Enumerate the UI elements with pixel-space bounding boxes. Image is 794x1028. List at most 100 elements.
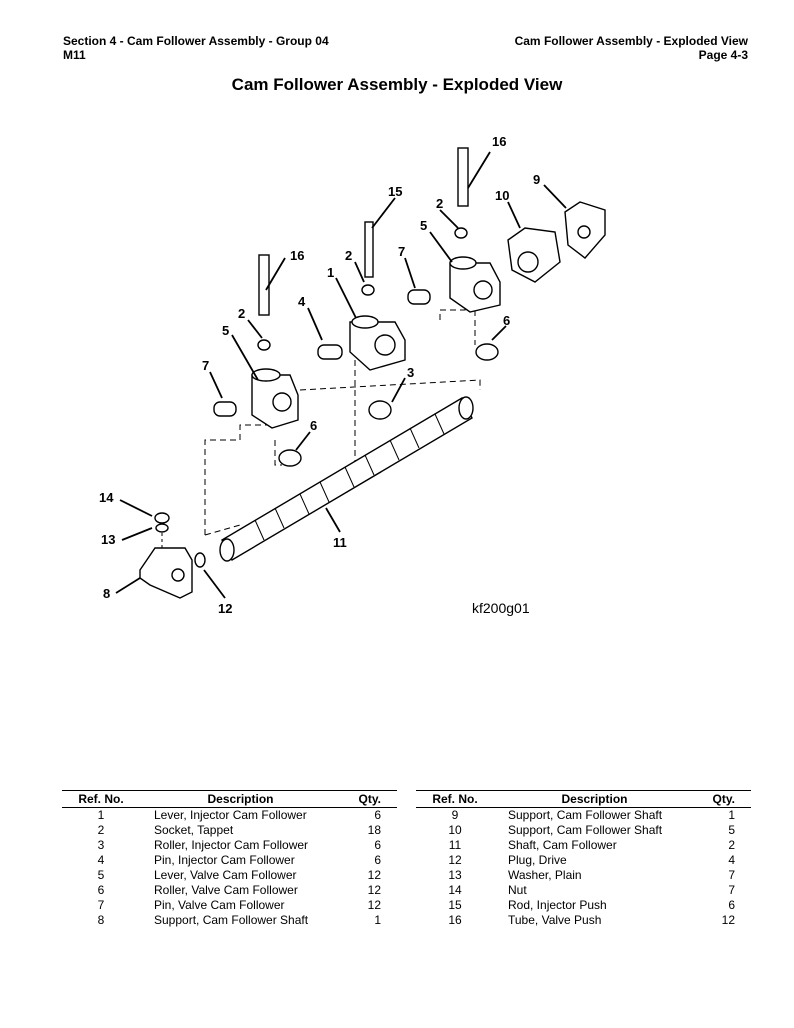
desc-cell: Socket, Tappet bbox=[154, 823, 234, 837]
table-row: 11 Shaft, Cam Follower 2 bbox=[416, 838, 751, 853]
table-row: 16 Tube, Valve Push 12 bbox=[416, 913, 751, 928]
callout-2a: 2 bbox=[238, 306, 245, 321]
table-header-row: Ref. No. Description Qty. bbox=[62, 790, 397, 808]
table-header-row: Ref. No. Description Qty. bbox=[416, 790, 751, 808]
desc-cell: Lever, Valve Cam Follower bbox=[154, 868, 297, 882]
ref-cell: 16 bbox=[448, 913, 462, 927]
desc-cell: Rod, Injector Push bbox=[508, 898, 607, 912]
desc-cell: Support, Cam Follower Shaft bbox=[508, 808, 663, 822]
callout-12: 12 bbox=[218, 601, 232, 616]
ref-cell: 1 bbox=[97, 808, 105, 822]
qty-cell: 2 bbox=[728, 838, 735, 852]
callout-5a: 5 bbox=[222, 323, 229, 338]
callout-6b: 6 bbox=[503, 313, 510, 328]
drive-plug bbox=[194, 552, 206, 568]
table-row: 6 Roller, Valve Cam Follower 12 bbox=[62, 883, 397, 898]
exploded-view-diagram: 16 2 5 7 4 1 2 15 7 3 6 16 2 5 10 9 6 14… bbox=[99, 134, 606, 616]
callout-2c: 2 bbox=[436, 196, 443, 211]
injector-lever bbox=[317, 221, 406, 420]
ref-cell: 9 bbox=[451, 808, 459, 822]
ref-cell: 15 bbox=[448, 898, 462, 912]
qty-cell: 12 bbox=[367, 898, 381, 912]
desc-cell: Plug, Drive bbox=[508, 853, 567, 867]
desc-cell: Nut bbox=[508, 883, 527, 897]
page-heading: Cam Follower Assembly - Exploded View bbox=[514, 34, 748, 48]
desc-cell: Lever, Injector Cam Follower bbox=[154, 808, 307, 822]
qty-cell: 6 bbox=[374, 838, 381, 852]
ref-cell: 6 bbox=[97, 883, 105, 897]
table-row: 12 Plug, Drive 4 bbox=[416, 853, 751, 868]
desc-cell: Support, Cam Follower Shaft bbox=[508, 823, 663, 837]
col-description: Description bbox=[494, 790, 695, 808]
callout-16b: 16 bbox=[492, 134, 506, 149]
callout-7a: 7 bbox=[202, 358, 209, 373]
callout-5b: 5 bbox=[420, 218, 427, 233]
ref-cell: 10 bbox=[448, 823, 462, 837]
leader-lines bbox=[115, 151, 567, 599]
qty-cell: 12 bbox=[367, 883, 381, 897]
ref-cell: 7 bbox=[97, 898, 105, 912]
ref-cell: 5 bbox=[97, 868, 105, 882]
qty-cell: 6 bbox=[374, 853, 381, 867]
figure-code: kf200g01 bbox=[472, 600, 530, 616]
callout-9: 9 bbox=[533, 172, 540, 187]
callout-1: 1 bbox=[327, 265, 334, 280]
callout-16a: 16 bbox=[290, 248, 304, 263]
callout-10: 10 bbox=[495, 188, 509, 203]
shaft-support-8 bbox=[139, 512, 193, 599]
shaft-support-10 bbox=[507, 227, 561, 283]
desc-cell: Pin, Injector Cam Follower bbox=[154, 853, 295, 867]
qty-cell: 6 bbox=[728, 898, 735, 912]
col-qty: Qty. bbox=[695, 790, 751, 808]
callout-4: 4 bbox=[298, 294, 306, 309]
model-label: M11 bbox=[63, 48, 86, 62]
qty-cell: 7 bbox=[728, 868, 735, 882]
desc-cell: Shaft, Cam Follower bbox=[508, 838, 617, 852]
qty-cell: 1 bbox=[728, 808, 735, 822]
callout-numbers: 16 2 5 7 4 1 2 15 7 3 6 16 2 5 10 9 6 14… bbox=[99, 134, 540, 616]
desc-cell: Tube, Valve Push bbox=[508, 913, 602, 927]
qty-cell: 5 bbox=[728, 823, 735, 837]
table-row: 5 Lever, Valve Cam Follower 12 bbox=[62, 868, 397, 883]
header-right: Cam Follower Assembly - Exploded View Pa… bbox=[515, 34, 748, 62]
col-description: Description bbox=[140, 790, 341, 808]
cam-follower-shaft bbox=[219, 396, 474, 562]
ref-cell: 2 bbox=[97, 823, 105, 837]
table-row: 15 Rod, Injector Push 6 bbox=[416, 898, 751, 913]
callout-7b: 7 bbox=[398, 244, 405, 259]
qty-cell: 4 bbox=[728, 853, 735, 867]
callout-14: 14 bbox=[99, 490, 114, 505]
ref-cell: 8 bbox=[97, 913, 105, 927]
ref-cell: 12 bbox=[448, 853, 462, 867]
qty-cell: 12 bbox=[721, 913, 735, 927]
ref-cell: 3 bbox=[97, 838, 105, 852]
page-number: Page 4-3 bbox=[698, 48, 748, 62]
header-left: Section 4 - Cam Follower Assembly - Grou… bbox=[63, 34, 329, 62]
callout-3: 3 bbox=[407, 365, 414, 380]
parts-table-left: Ref. No. Description Qty. 1 Lever, Inject… bbox=[62, 790, 397, 928]
ref-cell: 11 bbox=[448, 838, 462, 852]
qty-cell: 6 bbox=[374, 808, 381, 822]
qty-cell: 12 bbox=[367, 868, 381, 882]
table-row: 7 Pin, Valve Cam Follower 12 bbox=[62, 898, 397, 913]
qty-cell: 7 bbox=[728, 883, 735, 897]
callout-13: 13 bbox=[101, 532, 115, 547]
desc-cell: Pin, Valve Cam Follower bbox=[154, 898, 285, 912]
table-row: 9 Support, Cam Follower Shaft 1 bbox=[416, 808, 751, 824]
section-title: Section 4 - Cam Follower Assembly - Grou… bbox=[63, 34, 329, 48]
ref-cell: 14 bbox=[448, 883, 462, 897]
col-qty: Qty. bbox=[341, 790, 397, 808]
callout-15: 15 bbox=[388, 184, 402, 199]
valve-lever-left bbox=[213, 254, 302, 467]
desc-cell: Roller, Valve Cam Follower bbox=[154, 883, 298, 897]
callout-8: 8 bbox=[103, 586, 110, 601]
table-row: 1 Lever, Injector Cam Follower 6 bbox=[62, 808, 397, 824]
table-row: 14 Nut 7 bbox=[416, 883, 751, 898]
valve-lever-right bbox=[407, 147, 501, 361]
